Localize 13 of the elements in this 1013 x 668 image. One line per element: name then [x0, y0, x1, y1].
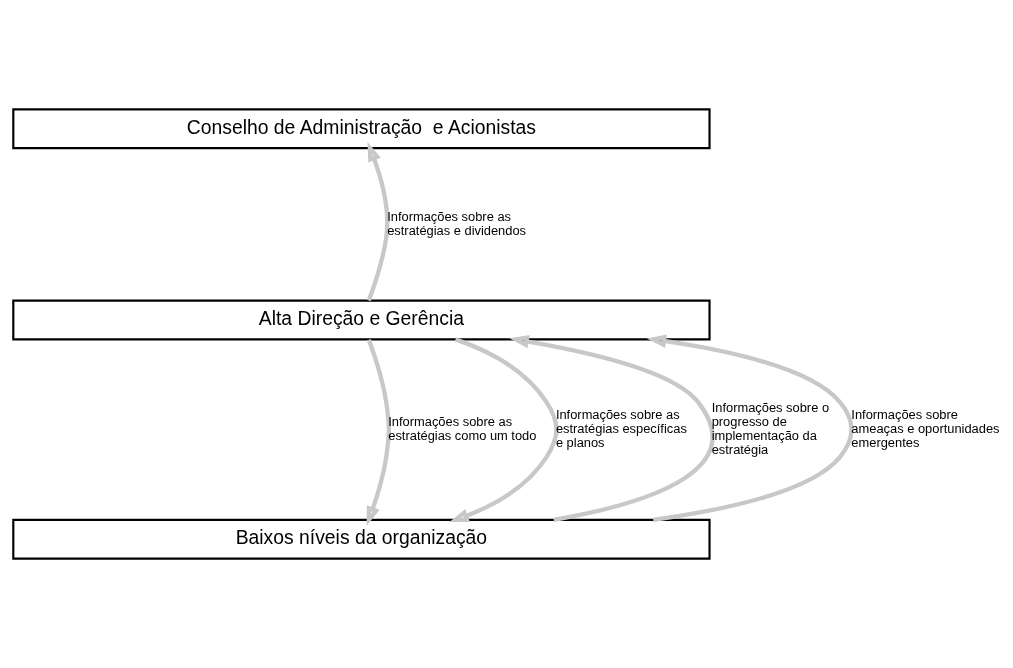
node-box: Baixos níveis da organização	[11, 518, 711, 560]
arrow	[366, 338, 391, 526]
edge-label: Informações sobre ameaças e oportunidades emergentes	[850, 406, 1000, 450]
edge-label: Informações sobre o progresso de implementação da estratégia	[711, 400, 829, 457]
arrow	[448, 337, 559, 523]
arrow	[508, 334, 714, 522]
edge-label: Informações sobre as estratégias como um todo	[387, 413, 536, 443]
arrow	[366, 142, 389, 302]
node-box: Alta Direção e Gerência	[11, 299, 711, 341]
arrow	[646, 334, 854, 522]
edge-label: Informações sobre as estratégias e dividendos	[386, 208, 526, 238]
edge-label: Informações sobre as estratégias específicas e planos	[555, 406, 687, 450]
node-box: Conselho de Administração e Acionistas	[11, 108, 711, 150]
